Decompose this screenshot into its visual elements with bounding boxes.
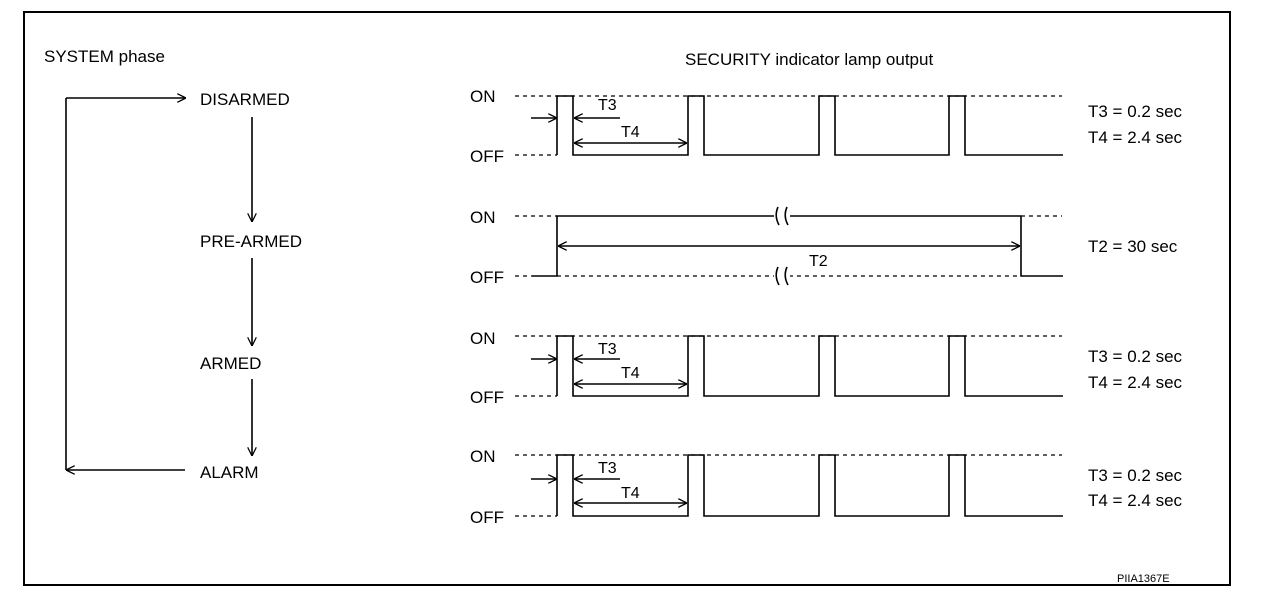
phase-armed: ARMED <box>200 354 261 373</box>
row2-on-label: ON <box>470 208 496 227</box>
system-phase-heading: SYSTEM phase <box>44 47 165 66</box>
row4-on-label: ON <box>470 447 496 466</box>
row4-signal <box>556 454 1063 517</box>
row3-note-t3: T3 = 0.2 sec <box>1088 347 1183 366</box>
row1-t4-label: T4 <box>621 124 640 141</box>
row4-t4-label: T4 <box>621 485 640 502</box>
row4-note-t3: T3 = 0.2 sec <box>1088 466 1183 485</box>
row1-off-label: OFF <box>470 147 504 166</box>
lamp-output-heading: SECURITY indicator lamp output <box>685 50 933 69</box>
row3-signal <box>556 335 1063 397</box>
figure-code: PIIA1367E <box>1117 573 1170 585</box>
row2-off-label: OFF <box>470 268 504 287</box>
row3-note-t4: T4 = 2.4 sec <box>1088 373 1183 392</box>
phase-alarm: ALARM <box>200 463 259 482</box>
row2-note-t2: T2 = 30 sec <box>1088 237 1178 256</box>
waveform-pre-armed: ON OFF T2 T2 = 30 sec <box>470 206 1178 287</box>
row4-note-t4: T4 = 2.4 sec <box>1088 491 1183 510</box>
row4-t3-label: T3 <box>598 460 617 477</box>
row1-note-t4: T4 = 2.4 sec <box>1088 128 1183 147</box>
phase-flow-arrows <box>65 98 252 470</box>
phase-disarmed: DISARMED <box>200 90 290 109</box>
row1-signal <box>556 95 1063 156</box>
row3-on-label: ON <box>470 329 496 348</box>
row3-off-label: OFF <box>470 388 504 407</box>
row4-off-label: OFF <box>470 508 504 527</box>
row3-t3-label: T3 <box>598 341 617 358</box>
row1-on-label: ON <box>470 87 496 106</box>
waveform-disarmed: ON OFF T3 T4 T3 = 0.2 sec T4 = 2.4 sec <box>470 87 1183 166</box>
row2-break-mark-top <box>775 206 789 226</box>
row2-t2-label: T2 <box>809 253 828 270</box>
waveform-armed: ON OFF T3 T4 T3 = 0.2 sec T4 = 2.4 sec <box>470 329 1183 407</box>
row3-t4-label: T4 <box>621 365 640 382</box>
row1-note-t3: T3 = 0.2 sec <box>1088 102 1183 121</box>
row2-break-mark-bottom <box>775 266 789 286</box>
diagram-frame <box>23 11 1231 586</box>
row1-t3-label: T3 <box>598 97 617 114</box>
waveform-alarm: ON OFF T3 T4 T3 = 0.2 sec T4 = 2.4 sec <box>470 447 1183 527</box>
phase-pre-armed: PRE-ARMED <box>200 232 302 251</box>
